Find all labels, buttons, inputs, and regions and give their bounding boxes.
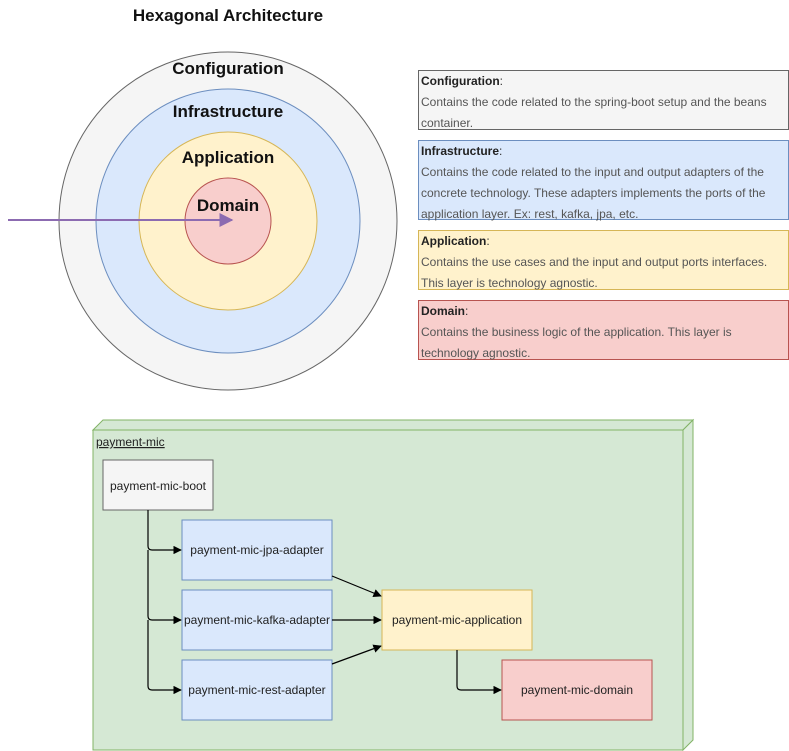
node-label: payment-mic	[96, 435, 165, 449]
jpa-adapter-label: payment-mic-jpa-adapter	[190, 543, 323, 557]
diagram-title: Hexagonal Architecture	[133, 6, 323, 25]
rest-adapter-box	[181, 659, 333, 721]
kafka-adapter-box	[181, 589, 333, 651]
jpa-to-application-connector	[331, 575, 382, 598]
jpa-adapter-box	[181, 519, 333, 581]
boot-to-jpa-connector	[147, 510, 182, 555]
domain-legend: Domain: Contains the business logic of t…	[418, 300, 789, 360]
boot-module-label: payment-mic-boot	[110, 479, 207, 493]
rest-adapter-label: payment-mic-rest-adapter	[188, 683, 325, 697]
domain-module-box	[501, 659, 653, 721]
infrastructure-legend-text: Contains the code related to the input a…	[421, 165, 766, 221]
infrastructure-ring-label: Infrastructure	[173, 102, 284, 121]
configuration-legend-name: Configuration	[421, 74, 500, 88]
domain-legend-name: Domain	[421, 304, 466, 318]
configuration-ring-label: Configuration	[172, 59, 283, 78]
configuration-legend-text: Contains the code related to the spring-…	[421, 95, 767, 130]
configuration-legend: Configuration: Contains the code related…	[418, 70, 789, 130]
domain-module-label: payment-mic-domain	[521, 683, 633, 697]
boot-to-kafka-connector	[147, 550, 182, 625]
application-legend-name: Application	[421, 234, 487, 248]
application-to-domain-connector	[456, 650, 502, 695]
rest-to-application-connector	[331, 644, 382, 665]
infrastructure-legend-name: Infrastructure	[421, 144, 500, 158]
domain-legend-text: Contains the business logic of the appli…	[421, 325, 732, 360]
infrastructure-legend: Infrastructure: Contains the code relate…	[418, 140, 789, 221]
application-module-label: payment-mic-application	[392, 613, 522, 627]
application-module-box	[381, 589, 533, 651]
application-ring-label: Application	[182, 148, 275, 167]
kafka-adapter-label: payment-mic-kafka-adapter	[184, 613, 330, 627]
application-legend: Application: Contains the use cases and …	[418, 230, 789, 290]
boot-to-rest-connector	[147, 620, 182, 695]
application-legend-text: Contains the use cases and the input and…	[421, 255, 768, 290]
domain-ring-label: Domain	[197, 196, 259, 215]
boot-module-box	[102, 459, 214, 511]
